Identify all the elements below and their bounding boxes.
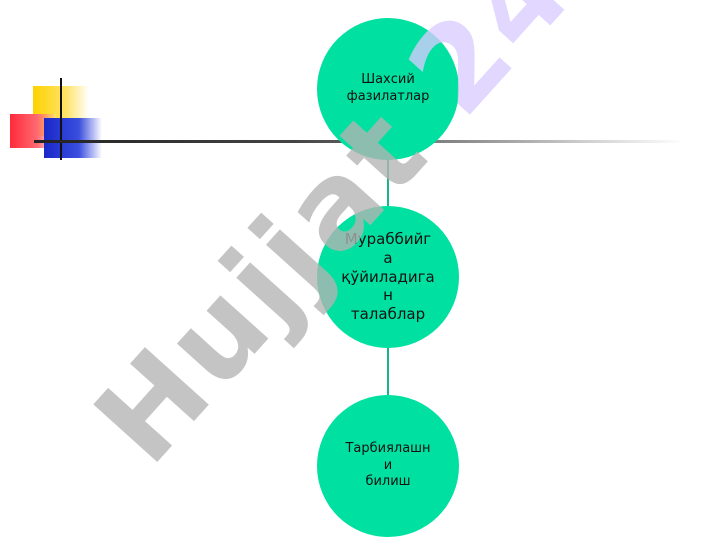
node-personal-qualities: Шахсий фазилатлар (317, 18, 459, 160)
vertical-ornament-line (60, 78, 62, 160)
node-teacher-requirements: Мураббийг а қўйиладига н талаблар (317, 206, 459, 348)
node-label: Шахсий фазилатлар (346, 72, 430, 104)
node-label: Мураббийг а қўйиладига н талаблар (341, 230, 435, 324)
node-knowing-upbringing: Тарбиялашн и билиш (317, 395, 459, 537)
connector-center-bottom (387, 347, 389, 397)
blue-square-ornament (44, 118, 102, 158)
node-label: Тарбиялашн и билиш (345, 440, 431, 490)
connector-top-center (387, 158, 389, 208)
